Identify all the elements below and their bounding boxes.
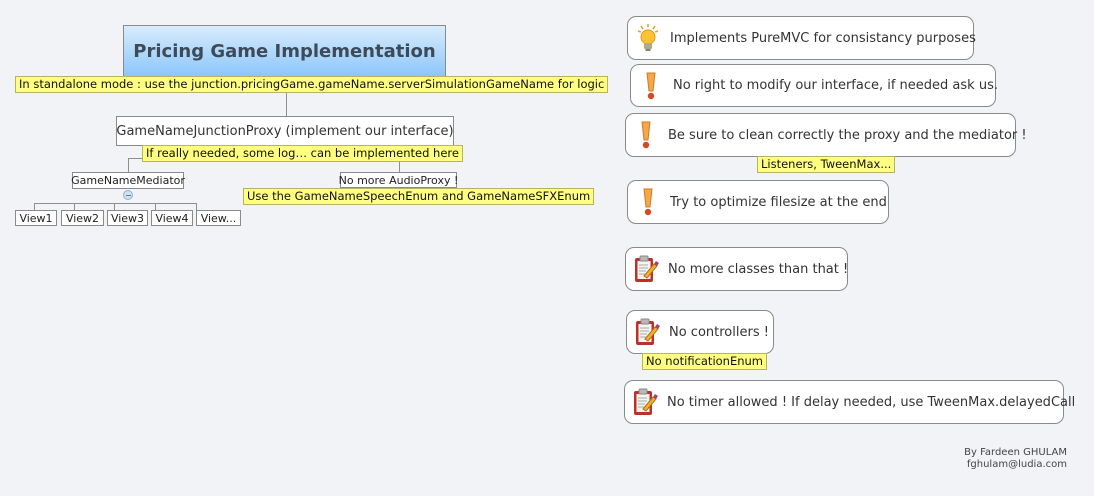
mediator-label: GameNameMediator bbox=[71, 174, 185, 187]
view-node[interactable]: View3 bbox=[107, 210, 148, 226]
exclamation-icon bbox=[632, 119, 660, 151]
rule-text: No timer allowed ! If delay needed, use … bbox=[667, 394, 1076, 410]
root-note-text: In standalone mode : use the junction.pr… bbox=[19, 77, 605, 91]
connector-view3 bbox=[114, 203, 115, 210]
rule-text: Be sure to clean correctly the proxy and… bbox=[668, 127, 1027, 143]
rule-text: No more classes than that ! bbox=[668, 261, 849, 277]
proxy-label: GameNameJunctionProxy (implement our int… bbox=[116, 123, 454, 139]
rule-text: No controllers ! bbox=[669, 324, 769, 340]
clipboard-icon bbox=[631, 386, 659, 418]
rule-text: No right to modify our interface, if nee… bbox=[673, 78, 998, 93]
connector-proxy-mediator-v1 bbox=[128, 158, 129, 172]
clipboard-icon bbox=[633, 316, 661, 348]
connector-proxy-mediator-h bbox=[128, 158, 142, 159]
view-label: View1 bbox=[19, 211, 53, 225]
rule-topic[interactable]: No more classes than that ! bbox=[625, 247, 848, 291]
connector-view2 bbox=[74, 203, 75, 210]
root-topic[interactable]: Pricing Game Implementation bbox=[123, 25, 446, 77]
view-label: View3 bbox=[110, 211, 145, 225]
view-node[interactable]: View1 bbox=[15, 210, 57, 226]
audio-topic[interactable]: No more AudioProxy ! bbox=[338, 172, 459, 188]
rule-topic[interactable]: Implements PureMVC for consistancy purpo… bbox=[627, 16, 976, 60]
rule-topic[interactable]: No controllers ! bbox=[626, 310, 774, 354]
credit-author: By Fardeen GHULAM bbox=[964, 447, 1067, 458]
connector-view1 bbox=[34, 203, 35, 210]
mediator-topic[interactable]: GameNameMediator bbox=[71, 172, 185, 189]
rule-topic[interactable]: Try to optimize filesize at the end bbox=[627, 180, 889, 224]
rule-text: Try to optimize filesize at the end bbox=[670, 194, 887, 210]
credit-block: By Fardeen GHULAM fghulam@ludia.com bbox=[920, 447, 1067, 471]
view-node[interactable]: View... bbox=[196, 210, 241, 226]
view-node[interactable]: View4 bbox=[151, 210, 193, 226]
connector-view4 bbox=[155, 203, 156, 210]
audio-note-text: Use the GameNameSpeechEnum and GameNameS… bbox=[247, 189, 591, 203]
proxy-note-text: If really needed, some log… can be imple… bbox=[146, 146, 459, 160]
view-label: View2 bbox=[65, 211, 100, 225]
rule-note[interactable]: Listeners, TweenMax... bbox=[757, 156, 896, 173]
root-note[interactable]: In standalone mode : use the junction.pr… bbox=[15, 76, 609, 93]
proxy-topic[interactable]: GameNameJunctionProxy (implement our int… bbox=[116, 116, 454, 146]
lightbulb-icon bbox=[634, 22, 662, 54]
rule-note[interactable]: No notificationEnum bbox=[642, 353, 768, 370]
clipboard-icon bbox=[632, 253, 660, 285]
connector-view5 bbox=[196, 203, 197, 210]
rule-note-text: No notificationEnum bbox=[646, 354, 764, 368]
exclamation-icon bbox=[634, 186, 662, 218]
view-label: View... bbox=[200, 211, 237, 225]
rule-topic[interactable]: Be sure to clean correctly the proxy and… bbox=[625, 113, 1027, 157]
rule-text: Implements PureMVC for consistancy purpo… bbox=[670, 30, 976, 46]
exclamation-icon bbox=[637, 70, 665, 102]
audio-note[interactable]: Use the GameNameSpeechEnum and GameNameS… bbox=[243, 188, 595, 205]
view-label: View4 bbox=[155, 211, 189, 225]
view-node[interactable]: View2 bbox=[61, 210, 104, 226]
connector-proxy-audio bbox=[399, 161, 400, 173]
rule-note-text: Listeners, TweenMax... bbox=[761, 157, 892, 171]
rule-topic[interactable]: No right to modify our interface, if nee… bbox=[630, 64, 998, 107]
connector-root-proxy bbox=[286, 92, 287, 116]
credit-email: fghulam@ludia.com bbox=[966, 459, 1067, 470]
connector-views-h bbox=[34, 203, 197, 204]
root-title: Pricing Game Implementation bbox=[133, 40, 436, 62]
collapse-toggle-icon[interactable] bbox=[123, 190, 133, 200]
rule-topic[interactable]: No timer allowed ! If delay needed, use … bbox=[624, 380, 1075, 424]
proxy-note[interactable]: If really needed, some log… can be imple… bbox=[142, 145, 463, 162]
audio-label: No more AudioProxy ! bbox=[338, 173, 459, 187]
